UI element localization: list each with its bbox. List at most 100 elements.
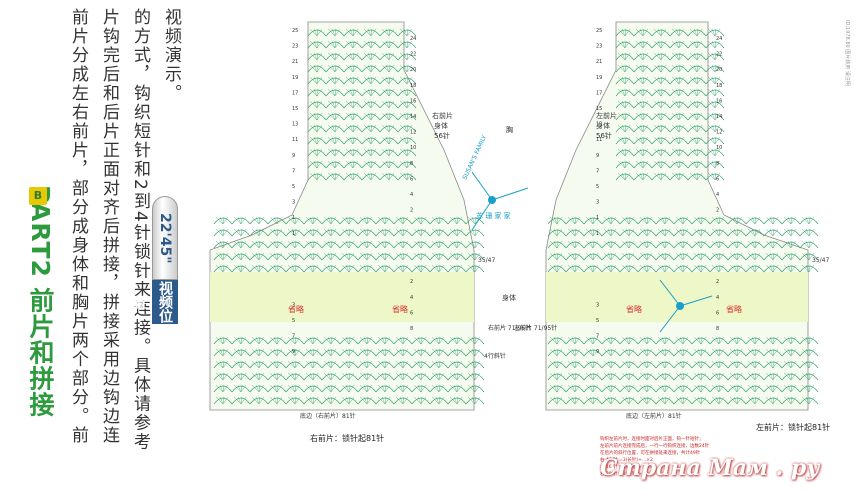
stitch-line xyxy=(222,252,229,261)
stitch-fan xyxy=(325,113,345,121)
row-number: 2 xyxy=(410,279,413,285)
stitch-line xyxy=(682,384,689,393)
stitch-fan xyxy=(213,265,233,273)
left-body-label: 身体 xyxy=(596,121,610,130)
stitch-line xyxy=(233,336,242,345)
stitch-line xyxy=(603,384,612,393)
stitch-line xyxy=(331,28,336,37)
stitch-fan xyxy=(267,349,287,357)
stitch-line xyxy=(384,336,391,345)
stitch-line xyxy=(747,360,756,369)
stitch-line xyxy=(660,148,667,157)
stitch-line xyxy=(707,52,716,61)
stitch-line xyxy=(772,348,775,357)
stitch-line xyxy=(384,216,387,225)
stitch-line xyxy=(660,160,667,169)
stitch-fan xyxy=(547,229,567,237)
stitch-line xyxy=(689,64,698,73)
stitch-line xyxy=(367,88,372,97)
stitch-line xyxy=(678,172,681,181)
stitch-fan xyxy=(709,217,729,225)
row-number: 25 xyxy=(292,28,298,34)
stitch-fan xyxy=(339,265,359,273)
stitch-line xyxy=(381,148,390,157)
stitch-line xyxy=(700,348,703,357)
stitch-fan xyxy=(447,373,467,381)
stitch-line xyxy=(567,384,576,393)
stitch-line xyxy=(700,396,707,405)
stitch-line xyxy=(294,228,297,237)
stitch-line xyxy=(456,396,463,405)
stitch-fan xyxy=(231,385,251,393)
stitch-fan xyxy=(727,349,747,357)
note-line: 在后片的斜行位置，可在拼接处来连接，共计49针 xyxy=(600,449,701,456)
stitch-fan xyxy=(249,349,269,357)
row-number: 5 xyxy=(292,184,295,190)
stitch-fan xyxy=(583,373,603,381)
stitch-line xyxy=(754,216,761,225)
stitch-line xyxy=(697,252,702,261)
stitch-fan xyxy=(321,373,341,381)
stitch-line xyxy=(370,124,377,133)
stitch-line xyxy=(305,384,314,393)
stitch-fan xyxy=(691,373,711,381)
stitch-line xyxy=(381,264,386,273)
stitch-line xyxy=(679,396,684,405)
stitch-line xyxy=(621,76,626,85)
stitch-line xyxy=(628,348,631,357)
stitch-fan xyxy=(655,349,675,357)
stitch-line xyxy=(553,360,558,369)
stitch-line xyxy=(617,124,626,133)
stitch-line xyxy=(291,252,296,261)
stitch-line xyxy=(309,252,314,261)
stitch-line xyxy=(273,216,278,225)
stitch-line xyxy=(388,64,395,73)
stitch-fan xyxy=(745,253,765,261)
stitch-line xyxy=(438,216,445,225)
stitch-line xyxy=(366,396,369,405)
stitch-fan xyxy=(669,65,689,73)
stitch-fan xyxy=(285,217,305,225)
stitch-line xyxy=(291,264,296,273)
stitch-fan xyxy=(799,373,819,381)
stitch-line xyxy=(628,396,631,405)
stitch-line xyxy=(751,216,756,225)
stitch-line xyxy=(772,384,779,393)
stitch-line xyxy=(363,216,368,225)
stitch-line xyxy=(403,100,408,109)
stitch-line xyxy=(467,384,476,393)
stitch-line xyxy=(805,240,810,249)
stitch-line xyxy=(438,252,445,261)
stitch-line xyxy=(642,100,649,109)
row-number: 14 xyxy=(716,114,722,120)
stitch-line xyxy=(790,216,793,225)
stitch-line xyxy=(456,348,459,357)
stitch-line xyxy=(639,216,648,225)
stitch-line xyxy=(395,240,404,249)
stitch-line xyxy=(251,240,260,249)
stitch-line xyxy=(646,228,649,237)
stitch-line xyxy=(348,384,351,393)
stitch-fan xyxy=(705,149,725,157)
stitch-line xyxy=(384,384,391,393)
stitch-line xyxy=(291,228,296,237)
stitch-row xyxy=(615,52,725,61)
stitch-line xyxy=(370,124,373,133)
stitch-line xyxy=(678,64,681,73)
stitch-row xyxy=(307,172,417,181)
stitch-line xyxy=(700,372,707,381)
stitch-line xyxy=(258,336,265,345)
stitch-fan xyxy=(429,361,449,369)
video-position-button[interactable]: 22'45" 视频位置 xyxy=(131,196,178,324)
stitch-line xyxy=(305,264,314,273)
stitch-line xyxy=(790,348,793,357)
stitch-fan xyxy=(781,253,801,261)
stitch-line xyxy=(384,372,391,381)
stitch-fan xyxy=(411,373,431,381)
stitch-line xyxy=(233,360,242,369)
stitch-line xyxy=(312,252,315,261)
stitch-line xyxy=(474,264,477,273)
stitch-line xyxy=(639,88,644,97)
stitch-line xyxy=(381,40,390,49)
stitch-fan xyxy=(213,361,233,369)
